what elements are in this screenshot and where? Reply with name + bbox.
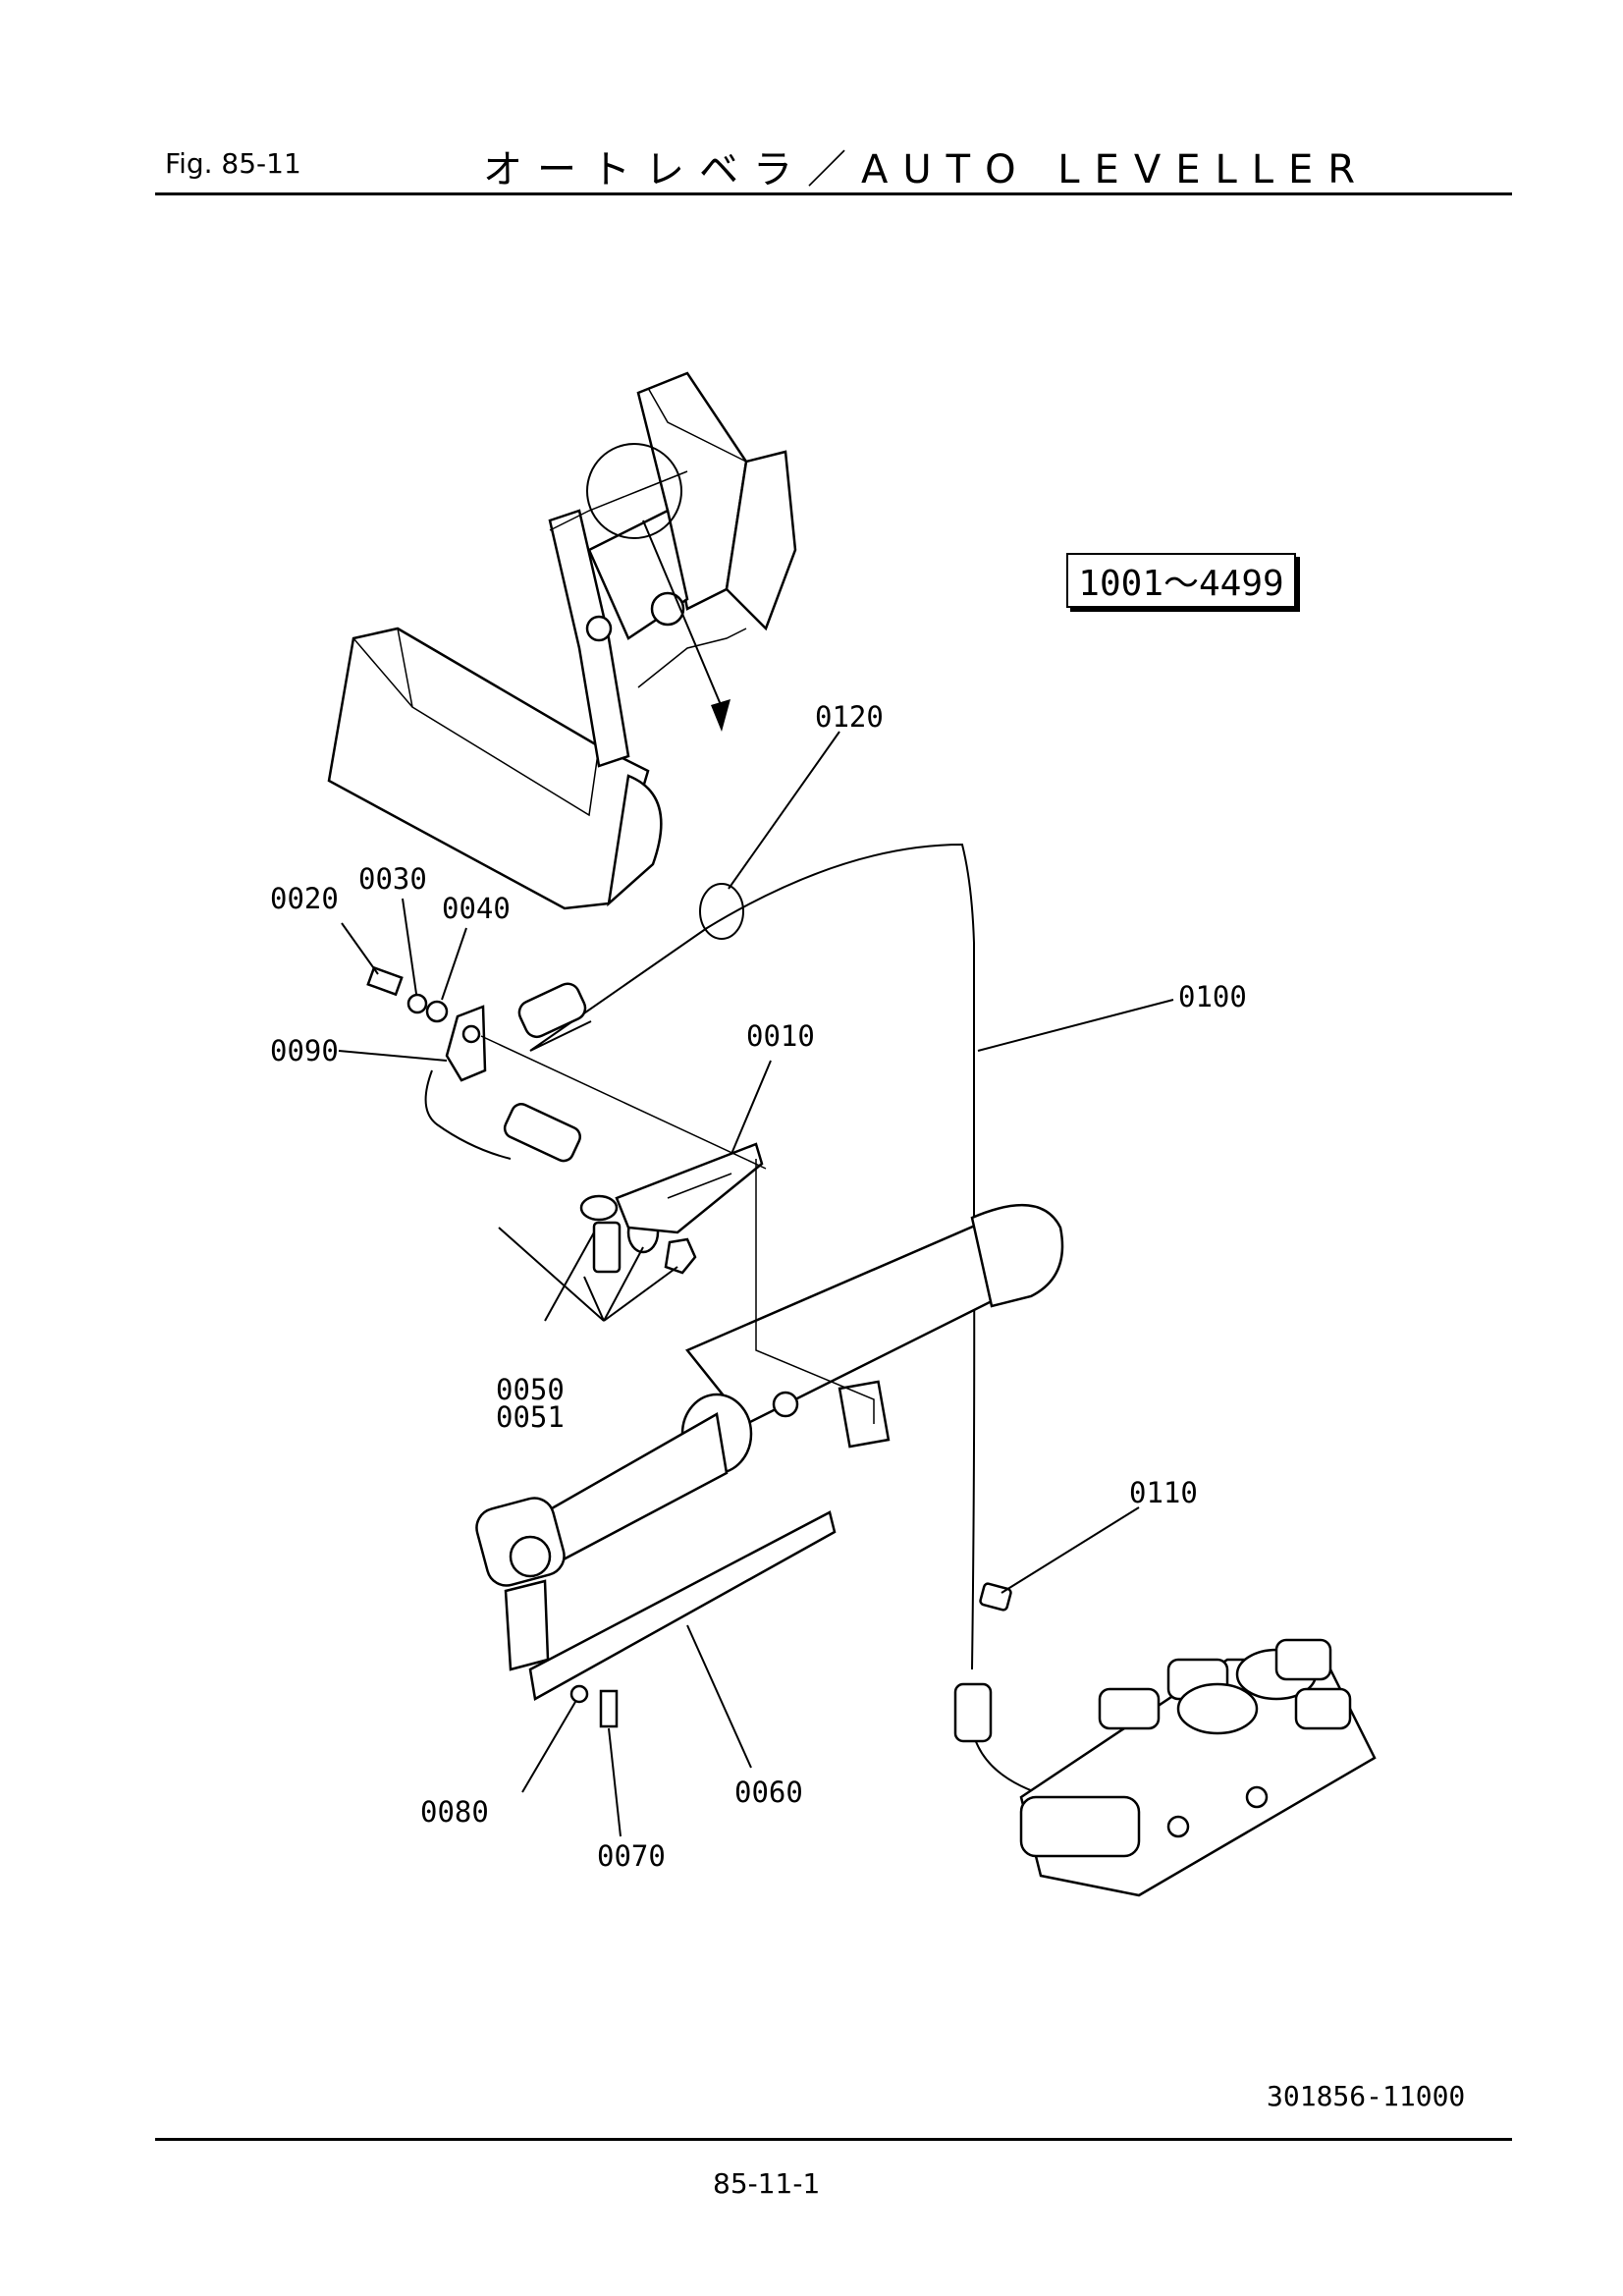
callout-0020: 0020 xyxy=(270,882,339,915)
loader-overview-illustration xyxy=(327,371,797,910)
callout-0070: 0070 xyxy=(597,1839,666,1873)
callout-0010: 0010 xyxy=(746,1019,815,1053)
connector-boot xyxy=(517,982,587,1039)
callout-0051: 0051 xyxy=(496,1400,565,1434)
callout-0120: 0120 xyxy=(815,700,884,734)
callout-0090: 0090 xyxy=(270,1034,339,1067)
callout-0040: 0040 xyxy=(442,892,511,925)
serial-range: 1001～4499 xyxy=(1078,564,1284,604)
plug-0110 xyxy=(979,1582,1012,1612)
bolt-washer-set xyxy=(366,965,449,1023)
connector-cap xyxy=(953,1682,993,1743)
callout-0060: 0060 xyxy=(734,1776,803,1809)
control-valve xyxy=(1019,1638,1377,1897)
callout-0030: 0030 xyxy=(358,862,427,896)
page-title: オートレベラ／AUTO LEVELLER xyxy=(483,147,1371,192)
callout-0050: 0050 xyxy=(496,1373,565,1406)
binding-band-0120 xyxy=(699,883,744,940)
header-rule xyxy=(155,192,1512,195)
wire-harness xyxy=(529,843,976,1670)
hydraulic-cylinder xyxy=(475,1035,1064,1671)
footer-rule xyxy=(155,2138,1512,2141)
figure-label: Fig. 85-11 xyxy=(165,147,301,180)
callout-0110: 0110 xyxy=(1129,1476,1198,1509)
callout-0100: 0100 xyxy=(1178,980,1247,1013)
page-number: 85-11-1 xyxy=(713,2167,821,2200)
serial-range-box: 1001～4499 xyxy=(1066,553,1296,608)
clamp-0090 xyxy=(445,1005,487,1082)
callout-0080: 0080 xyxy=(420,1795,489,1829)
drawing-number: 301856-11000 xyxy=(1267,2080,1466,2112)
bar-0060 xyxy=(528,1510,837,1701)
